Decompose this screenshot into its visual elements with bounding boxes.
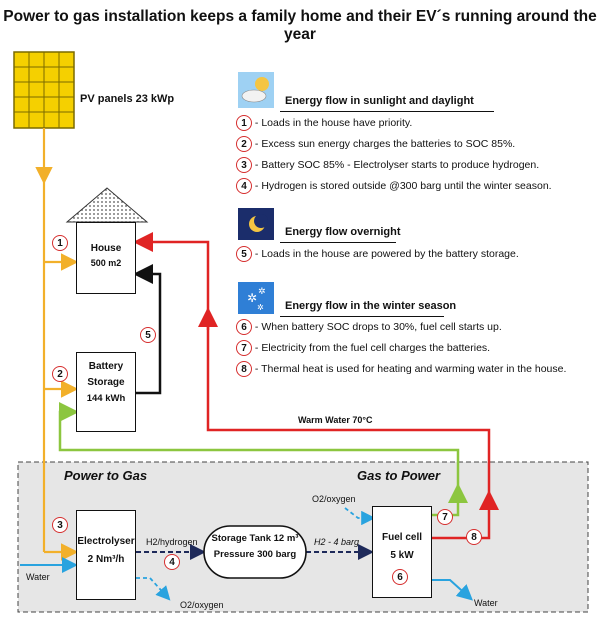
- legend-night-list: 5 - Loads in the house are powered by th…: [236, 246, 519, 262]
- fuel-cell-name: Fuel cell: [381, 532, 422, 543]
- snowflake-icon: ✲ ✲ ✲: [238, 282, 274, 314]
- pv-label: PV panels 23 kWp: [80, 93, 175, 105]
- electrolyser-name: Electrolyser: [77, 536, 135, 547]
- marker-1: 1: [52, 235, 68, 251]
- legend-item-text: - Electricity from the fuel cell charges…: [254, 342, 491, 354]
- legend-item-text: - Loads in the house have priority.: [254, 117, 413, 129]
- o2-bottom-label: O2/oxygen: [180, 600, 224, 610]
- legend-night-title: Energy flow overnight: [285, 226, 401, 238]
- legend-item: 4 - Hydrogen is stored outside @300 barg…: [236, 178, 552, 199]
- moon-icon: [238, 208, 274, 240]
- marker-6: 6: [392, 569, 408, 585]
- svg-text:✲: ✲: [258, 287, 266, 297]
- house-name: House: [90, 243, 122, 254]
- warm-water-label: Warm Water 70°C: [298, 415, 373, 425]
- svg-text:✲: ✲: [257, 303, 264, 312]
- water-in-label: Water: [26, 572, 50, 582]
- battery-line1: Battery: [88, 361, 124, 372]
- legend-item-text: - Thermal heat is used for heating and w…: [254, 363, 567, 375]
- legend-winter-divider: [280, 316, 444, 317]
- marker-8: 8: [466, 529, 482, 545]
- marker-4: 4: [164, 554, 180, 570]
- marker-number: 5: [236, 246, 252, 262]
- legend-item-text: - Battery SOC 85% - Electrolyser starts …: [254, 159, 540, 171]
- svg-text:✲: ✲: [247, 291, 257, 305]
- storage-tank-shape: [203, 525, 307, 579]
- section-gas-to-power: Gas to Power: [357, 468, 441, 483]
- marker-number: 1: [236, 115, 252, 131]
- h2-hydrogen-label: H2/hydrogen: [146, 537, 198, 547]
- water-out-label: Water: [474, 598, 498, 608]
- marker-3: 3: [52, 517, 68, 533]
- marker-number: 6: [236, 319, 252, 335]
- legend-winter-title: Energy flow in the winter season: [285, 300, 457, 312]
- marker-number: 4: [236, 178, 252, 194]
- house-area: 500 m2: [90, 258, 122, 268]
- legend-sun-title: Energy flow in sunlight and daylight: [285, 95, 474, 107]
- legend-item-text: - Loads in the house are powered by the …: [254, 248, 519, 260]
- legend-item: 8 - Thermal heat is used for heating and…: [236, 361, 566, 382]
- tank-capacity: Storage Tank 12 m³: [211, 533, 299, 544]
- marker-number: 7: [236, 340, 252, 356]
- battery-capacity: 144 kWh: [86, 393, 126, 404]
- marker-number: 2: [236, 136, 252, 152]
- marker-number: 8: [236, 361, 252, 377]
- legend-item-text: - Hydrogen is stored outside @300 barg u…: [254, 180, 552, 192]
- legend-item: 6 - When battery SOC drops to 30%, fuel …: [236, 319, 566, 340]
- page-title: Power to gas installation keeps a family…: [3, 8, 597, 43]
- legend-winter-list: 6 - When battery SOC drops to 30%, fuel …: [236, 319, 566, 382]
- section-power-to-gas: Power to Gas: [64, 468, 148, 483]
- pv-panels-icon: [13, 51, 75, 129]
- marker-number: 3: [236, 157, 252, 173]
- battery-line2: Storage: [87, 377, 125, 388]
- marker-2: 2: [52, 366, 68, 382]
- fuel-cell-power: 5 kW: [390, 550, 414, 561]
- legend-item: 1 - Loads in the house have priority.: [236, 115, 552, 136]
- legend-sun-list: 1 - Loads in the house have priority. 2 …: [236, 115, 552, 199]
- legend-night-divider: [280, 242, 396, 243]
- electrolyser-box: Electrolyser 2 Nm³/h: [76, 510, 136, 600]
- legend-item-text: - When battery SOC drops to 30%, fuel ce…: [254, 321, 502, 333]
- tank-pressure: Pressure 300 barg: [213, 549, 297, 560]
- electrolyser-rate: 2 Nm³/h: [87, 554, 125, 565]
- marker-7: 7: [437, 509, 453, 525]
- legend-item: 3 - Battery SOC 85% - Electrolyser start…: [236, 157, 552, 178]
- marker-5: 5: [140, 327, 156, 343]
- h2-4bar-label: H2 - 4 barg: [314, 537, 360, 547]
- legend-item: 5 - Loads in the house are powered by th…: [236, 246, 519, 262]
- legend-sun-divider: [280, 111, 494, 112]
- legend-item-text: - Excess sun energy charges the batterie…: [254, 138, 516, 150]
- house-roof-icon: [65, 187, 149, 223]
- legend-item: 2 - Excess sun energy charges the batter…: [236, 136, 552, 157]
- o2-top-label: O2/oxygen: [312, 494, 356, 504]
- house-box: House 500 m2: [76, 222, 136, 294]
- legend-item: 7 - Electricity from the fuel cell charg…: [236, 340, 566, 361]
- battery-box: Battery Storage 144 kWh: [76, 352, 136, 432]
- sun-cloud-icon: [238, 72, 274, 108]
- storage-tank: Storage Tank 12 m³ Pressure 300 barg: [204, 531, 306, 563]
